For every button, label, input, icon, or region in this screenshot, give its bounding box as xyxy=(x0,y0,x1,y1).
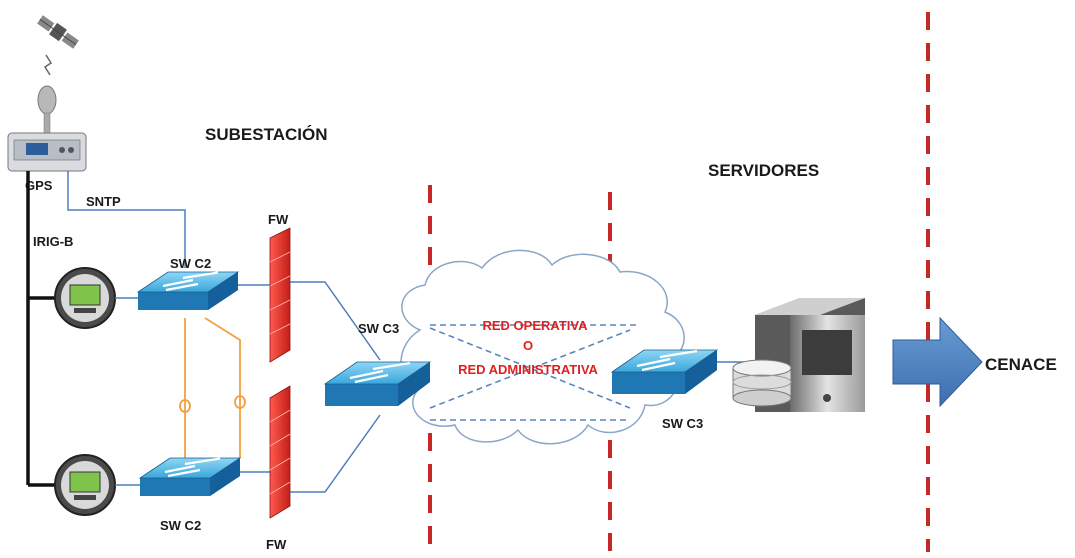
firewall-icon xyxy=(269,227,291,363)
switch-icon xyxy=(138,457,242,496)
sw-c2-top-label: SW C2 xyxy=(170,256,211,271)
meter-icon xyxy=(54,454,116,516)
red-operativa-label: RED OPERATIVA xyxy=(483,318,589,333)
meter-icon xyxy=(54,267,116,329)
server-icon xyxy=(755,298,865,412)
red-administrativa-label: RED ADMINISTRATIVA xyxy=(458,362,598,377)
cloud-icon xyxy=(400,249,685,445)
firewall-icon xyxy=(269,385,291,519)
fw-bottom-label: FW xyxy=(266,537,287,552)
sw-c2-bottom-label: SW C2 xyxy=(160,518,201,533)
gps-receiver-icon xyxy=(7,132,87,172)
switch-icon xyxy=(323,361,432,406)
sntp-link xyxy=(67,171,186,268)
subestacion-title: SUBESTACIÓN xyxy=(205,125,327,144)
cenace-label: CENACE xyxy=(985,355,1057,374)
cloud-links xyxy=(429,324,640,421)
signal-icon xyxy=(43,54,53,76)
zone-separators xyxy=(428,12,930,552)
meter-links xyxy=(115,297,140,486)
gps-label: GPS xyxy=(25,178,53,193)
antenna-icon xyxy=(37,85,57,134)
switch-icon xyxy=(136,271,240,310)
database-icon xyxy=(732,359,792,407)
fw-swc3-links xyxy=(290,281,381,493)
arrow-right-icon xyxy=(892,316,983,408)
satellite-icon xyxy=(37,15,79,49)
irig-b-label: IRIG-B xyxy=(33,234,73,249)
switch-fw-links xyxy=(238,284,272,473)
fw-top-label: FW xyxy=(268,212,289,227)
sw-c3-left-label: SW C3 xyxy=(358,321,399,336)
servidores-title: SERVIDORES xyxy=(708,161,819,180)
sw-c3-right-label: SW C3 xyxy=(662,416,703,431)
sntp-label: SNTP xyxy=(86,194,121,209)
switch-icon xyxy=(610,349,719,394)
irig-b-link xyxy=(26,171,55,487)
or-label: O xyxy=(523,338,533,353)
redundant-links xyxy=(179,317,246,458)
